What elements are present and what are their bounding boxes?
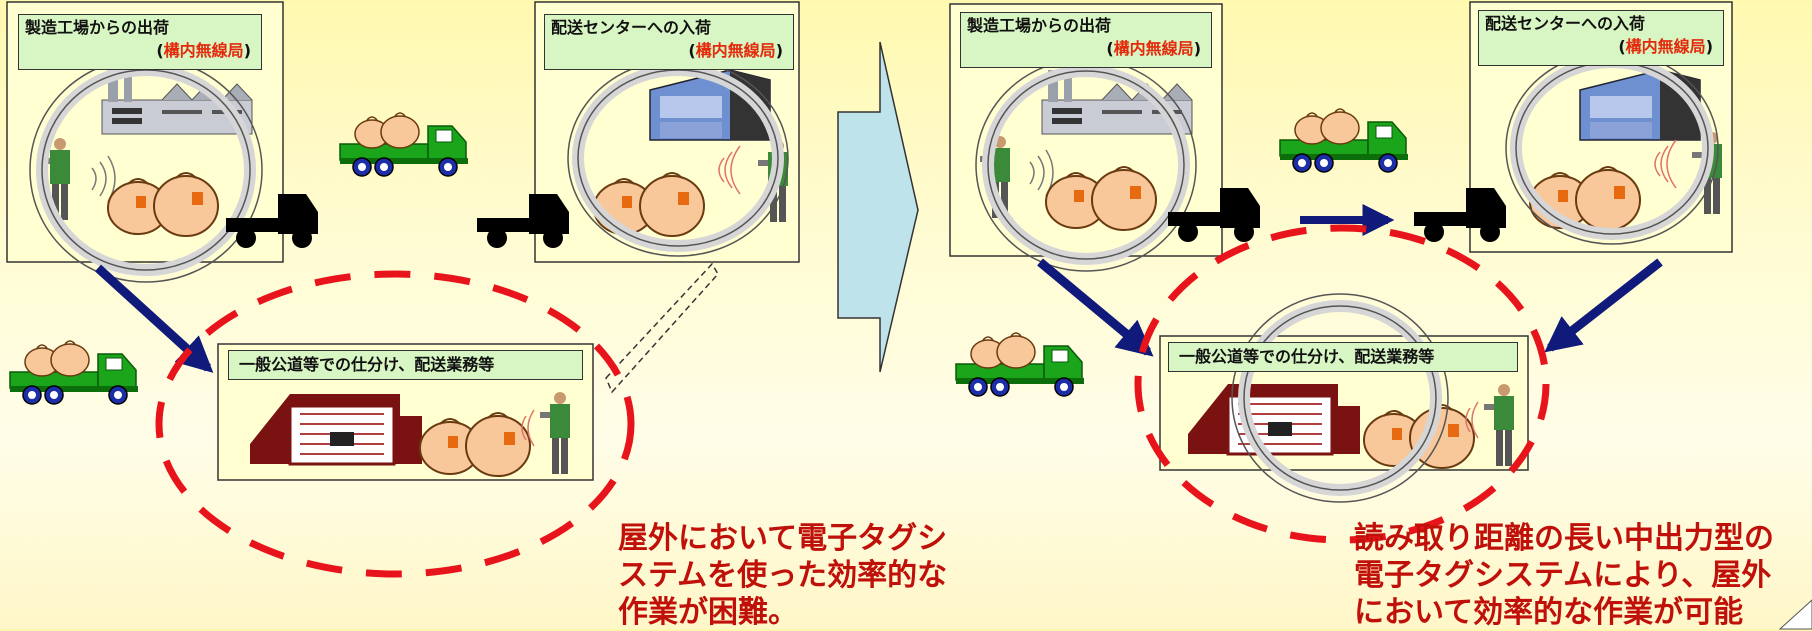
problem-zone-ellipse — [155, 270, 635, 578]
solution-zone-ellipse — [1134, 224, 1550, 544]
flow-arrow — [1037, 258, 1154, 357]
license-type-highlight: 構内無線局 — [163, 41, 244, 60]
factory-shipping-label: 製造工場からの出荷 (構内無線局) — [18, 14, 262, 70]
transition-arrow — [837, 41, 919, 373]
license-type-highlight: 構内無線局 — [1113, 39, 1194, 58]
road-work-label: 一般公道等での仕分け、配送業務等 — [228, 350, 583, 380]
center-receiving-label-right: 配送センターへの入荷 (構内無線局) — [1478, 10, 1724, 66]
license-type-highlight: 構内無線局 — [1625, 37, 1706, 56]
center-receiving-label: 配送センターへの入荷 (構内無線局) — [544, 14, 794, 70]
factory-shipping-label-right: 製造工場からの出荷 (構内無線局) — [960, 12, 1212, 68]
callout-lines — [605, 262, 719, 394]
solution-caption: 読み取り距離の長い中出力型の 電子タグシステムにより、屋外 において効率的な作業… — [1354, 521, 1774, 630]
license-type-highlight: 構内無線局 — [695, 41, 776, 60]
road-work-label-right: 一般公道等での仕分け、配送業務等 — [1168, 342, 1518, 372]
flow-arrow — [1544, 258, 1663, 353]
problem-caption: 屋外において電子タグシ ステムを使った効率的な 作業が困難。 — [618, 521, 948, 630]
